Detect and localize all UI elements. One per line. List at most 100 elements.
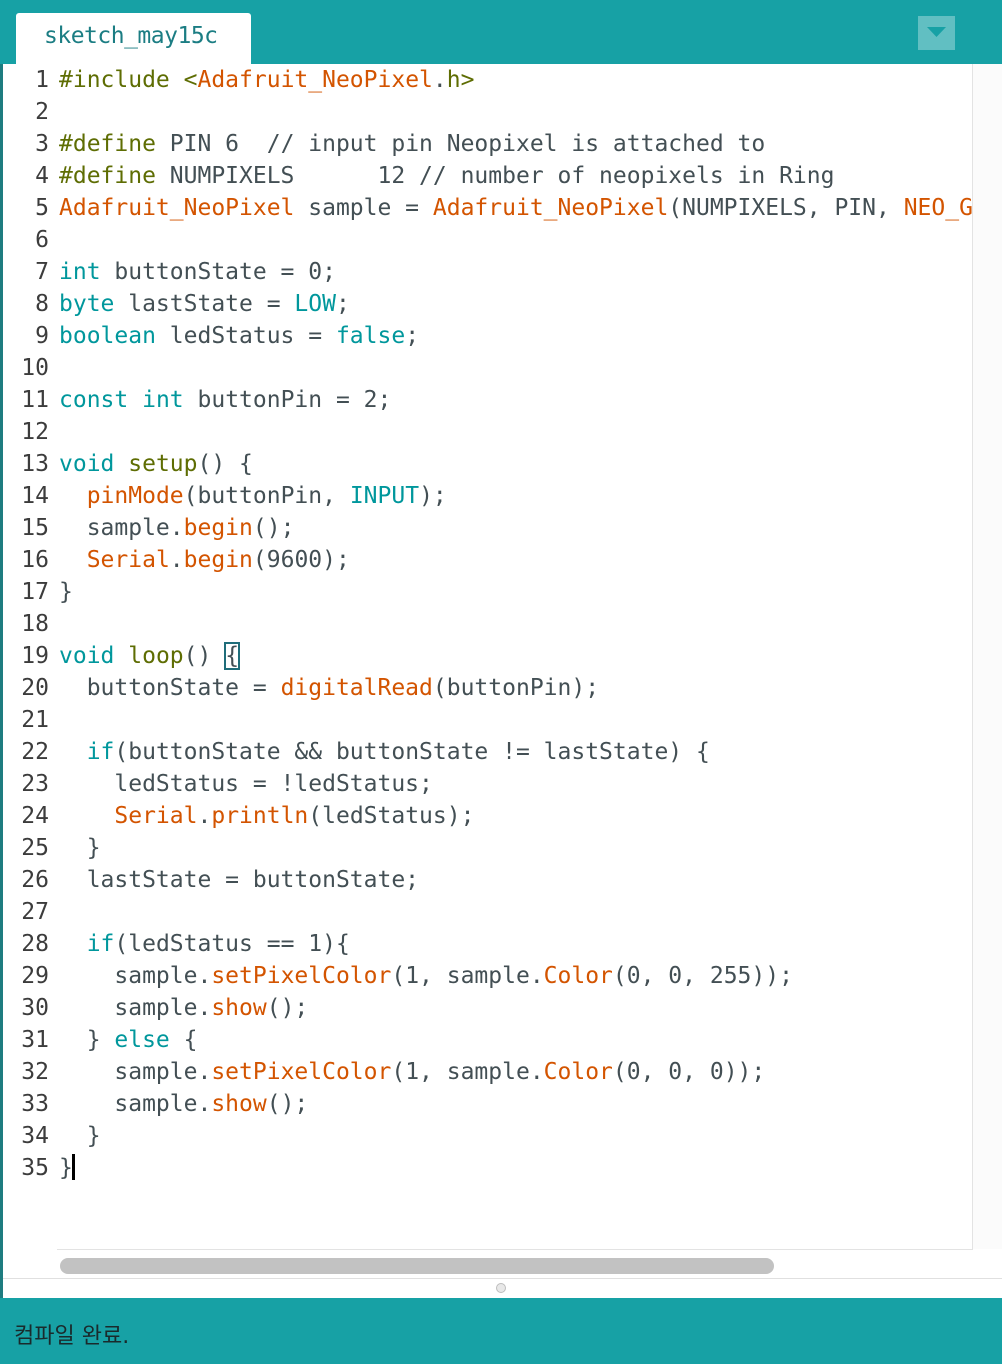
vertical-scrollbar[interactable] (973, 64, 1002, 1249)
code-token: ; (335, 291, 350, 317)
line-number: 10 (21, 355, 49, 381)
code-line[interactable]: ledStatus = !ledStatus; (59, 768, 433, 800)
code-token: sample. (59, 995, 212, 1021)
code-token: (NUMPIXELS, PIN, (668, 195, 904, 221)
code-line[interactable]: } (59, 576, 73, 608)
code-line[interactable]: Serial.println(ledStatus); (59, 800, 474, 832)
code-line[interactable]: } (59, 832, 101, 864)
code-line[interactable]: if(buttonState && buttonState != lastSta… (59, 736, 710, 768)
code-token: LOW (294, 291, 336, 317)
code-token: . (197, 803, 212, 829)
code-token: int (59, 259, 101, 285)
line-number: 12 (21, 419, 49, 445)
line-number: 19 (21, 643, 49, 669)
code-token: } (59, 1155, 73, 1181)
code-line[interactable]: Serial.begin(9600); (59, 544, 350, 576)
code-line[interactable]: } (59, 1152, 75, 1184)
code-line[interactable]: sample.show(); (59, 992, 308, 1024)
code-token: setup (128, 451, 198, 477)
line-number: 4 (35, 163, 49, 189)
line-number: 33 (21, 1091, 49, 1117)
code-token (59, 739, 87, 765)
tab-sketch[interactable]: sketch_may15c (16, 13, 251, 64)
code-token: Adafruit_NeoPixel (432, 195, 669, 221)
code-token: (1, sample. (391, 1059, 544, 1085)
line-number: 9 (35, 323, 49, 349)
line-number: 27 (21, 899, 49, 925)
code-token: lastState = (114, 291, 295, 317)
code-token: else (114, 1027, 170, 1053)
line-number: 30 (21, 995, 49, 1021)
code-line[interactable]: } (59, 1120, 101, 1152)
code-token: } (59, 579, 73, 605)
code-token: sample = (294, 195, 433, 221)
code-token: setPixelColor (211, 963, 392, 989)
code-line[interactable]: sample.show(); (59, 1088, 308, 1120)
code-line[interactable]: sample.setPixelColor(1, sample.Color(0, … (59, 960, 793, 992)
code-line[interactable]: const int buttonPin = 2; (59, 384, 391, 416)
code-line[interactable]: Adafruit_NeoPixel sample = Adafruit_NeoP… (59, 192, 972, 224)
line-number: 1 (35, 67, 49, 93)
code-token: println (211, 803, 309, 829)
horizontal-scrollbar[interactable] (57, 1250, 973, 1278)
code-line[interactable]: byte lastState = LOW; (59, 288, 350, 320)
code-token: (0, 0, 255)); (612, 963, 793, 989)
tab-menu-button[interactable] (918, 16, 955, 50)
code-token: Serial (86, 547, 170, 573)
code-token: setPixelColor (211, 1059, 392, 1085)
code-token: buttonPin = 2; (183, 387, 392, 413)
code-line[interactable]: #define PIN 6 // input pin Neopixel is a… (59, 128, 765, 160)
line-number: 34 (21, 1123, 49, 1149)
code-line[interactable]: if(ledStatus == 1){ (59, 928, 350, 960)
code-line[interactable]: lastState = buttonState; (59, 864, 419, 896)
code-token: ; (405, 323, 420, 349)
code-token: // input pin Neopixel is attached to (266, 131, 766, 157)
code-token: (buttonState && buttonState != lastState… (114, 739, 710, 765)
code-token: show (211, 995, 267, 1021)
code-token: (ledStatus == 1){ (114, 931, 350, 957)
code-token: () (183, 643, 226, 669)
code-line[interactable]: pinMode(buttonPin, INPUT); (59, 480, 447, 512)
line-number: 23 (21, 771, 49, 797)
code-token: int (142, 387, 184, 413)
code-token: { (169, 1027, 198, 1053)
line-number: 6 (35, 227, 49, 253)
code-token: // number of neopixels in Ring (419, 163, 835, 189)
code-line[interactable]: #include <Adafruit_NeoPixel.h> (59, 64, 474, 96)
code-token: (); (266, 1091, 309, 1117)
code-token: sample. (59, 515, 184, 541)
code-line[interactable]: sample.begin(); (59, 512, 295, 544)
code-token: h> (446, 67, 475, 93)
line-number: 8 (35, 291, 49, 317)
line-number: 2 (35, 99, 49, 125)
code-token: if (86, 739, 115, 765)
split-pane-handle[interactable] (496, 1283, 506, 1293)
code-token: void (59, 643, 115, 669)
code-line[interactable]: void setup() { (59, 448, 253, 480)
code-line[interactable]: int buttonState = 0; (59, 256, 336, 288)
line-number: 35 (21, 1155, 49, 1181)
code-token: . (432, 67, 447, 93)
code-token: INPUT (349, 483, 420, 509)
line-number: 13 (21, 451, 49, 477)
code-line[interactable]: sample.setPixelColor(1, sample.Color(0, … (59, 1056, 765, 1088)
code-token (59, 931, 87, 957)
line-number: 21 (21, 707, 49, 733)
code-token: false (335, 323, 406, 349)
horizontal-scrollbar-thumb[interactable] (60, 1258, 774, 1274)
code-line[interactable]: } else { (59, 1024, 198, 1056)
code-line[interactable]: void loop() { (59, 640, 241, 672)
code-line[interactable]: boolean ledStatus = false; (59, 320, 419, 352)
code-token: ledStatus = (155, 323, 336, 349)
code-token: buttonState = (59, 675, 281, 701)
code-text-area[interactable]: #include <Adafruit_NeoPixel.h> #define PI… (57, 64, 973, 1250)
code-line[interactable]: #define NUMPIXELS 12 // number of neopix… (59, 160, 834, 192)
code-token: () { (197, 451, 253, 477)
line-number: 15 (21, 515, 49, 541)
line-number: 11 (21, 387, 49, 413)
status-bar: 컴파일 완료. (0, 1298, 1002, 1364)
code-token: Color (543, 963, 613, 989)
code-line[interactable]: buttonState = digitalRead(buttonPin); (59, 672, 599, 704)
